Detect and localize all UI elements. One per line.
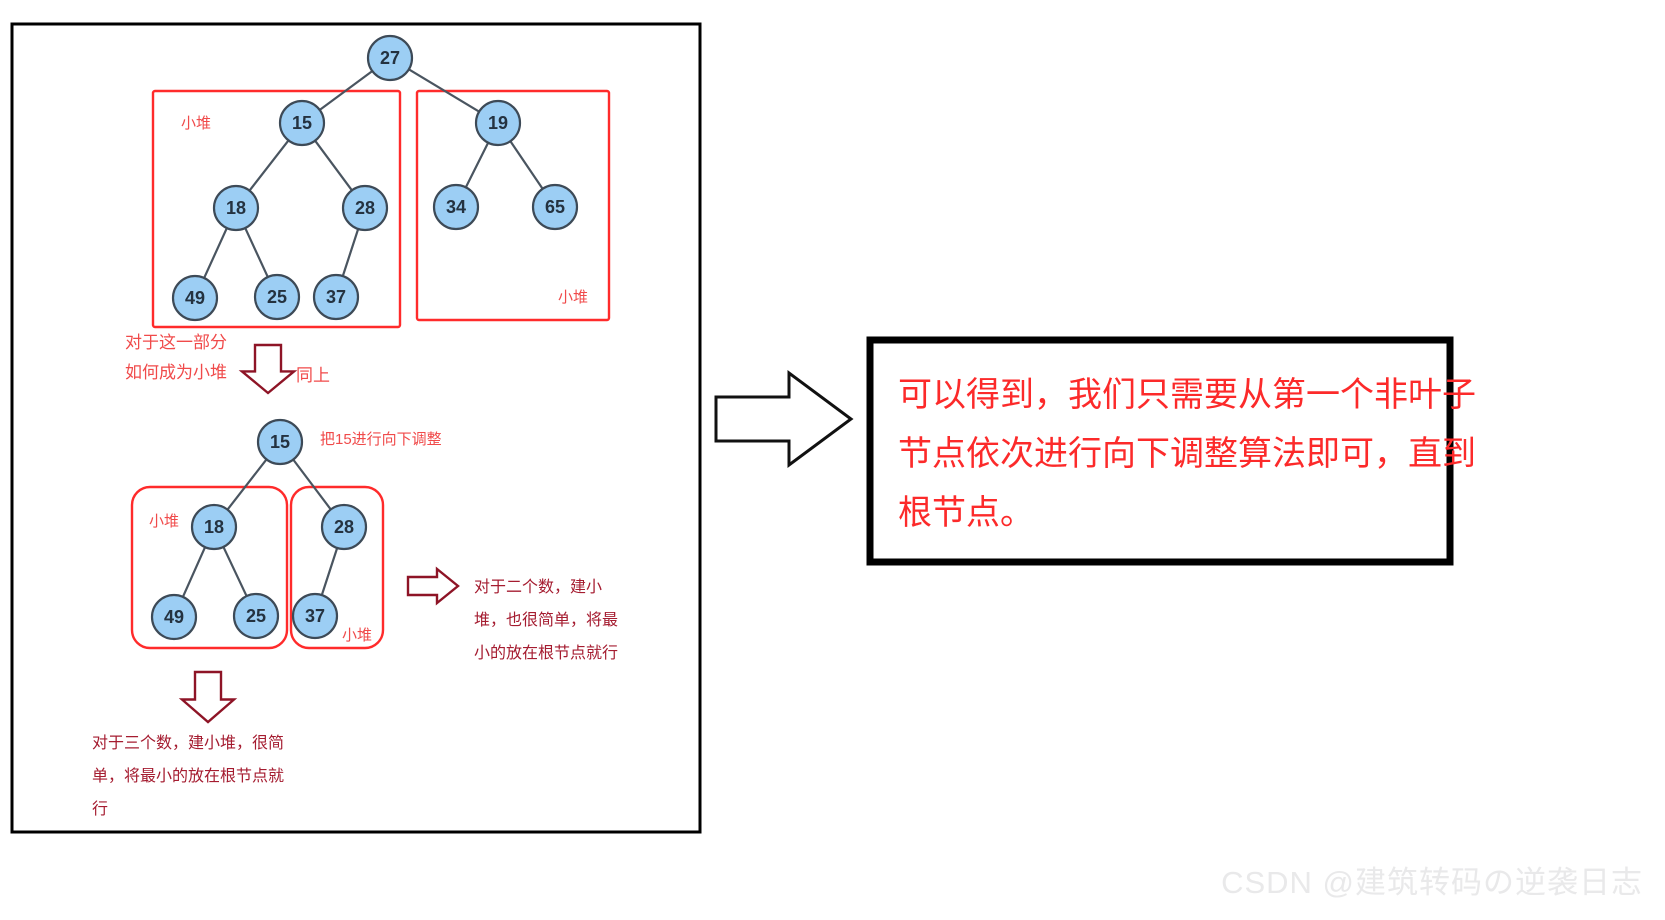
top-tree-heap-box-label-1: 小堆 [558,289,588,306]
mid-annotation-line-1: 如何成为小堆 [125,363,227,382]
two-number-note-arrow [406,566,460,606]
top-tree-edge-3 [312,137,355,194]
transition-arrow [714,370,854,468]
top-tree-node-34[interactable]: 34 [432,183,480,231]
top-tree-node-circle-65[interactable] [531,183,579,231]
three-number-note-line-2: 行 [92,800,108,818]
top-tree-node-circle-25[interactable] [253,273,301,321]
bottom-tree-node-25[interactable]: 25 [232,592,280,640]
top-tree-heap-box-0 [151,89,402,329]
two-number-note-line-2: 小的放在根节点就行 [474,644,618,662]
top-tree-node-label-65: 65 [545,197,565,217]
top-tree-node-25[interactable]: 25 [253,273,301,321]
bottom-tree-node-28[interactable]: 28 [320,503,368,551]
bottom-tree-edge-4 [320,544,339,599]
top-tree-node-label-19: 19 [488,113,508,133]
top-tree-edge-4 [463,139,491,191]
top-tree-node-label-18: 18 [226,198,246,218]
top-tree-node-circle-28[interactable] [341,184,389,232]
top-tree-edge-7 [243,225,270,280]
mid-annotation-line-0: 对于这一部分 [125,333,227,352]
top-tree-node-circle-15[interactable] [278,99,326,147]
bottom-tree-node-label-15: 15 [270,432,290,452]
top-tree-node-circle-37[interactable] [312,273,360,321]
watermark: CSDN @建筑转码の逆袭日志 [1221,865,1643,900]
bottom-tree-node-label-49: 49 [164,607,184,627]
bottom-tree-caption: 把15进行向下调整 [320,431,442,448]
bottom-tree-heap-box-label-1: 小堆 [342,627,372,644]
top-tree-node-15[interactable]: 15 [278,99,326,147]
bottom-tree-edge-2 [181,544,207,600]
top-tree-edge-0 [316,68,376,113]
top-tree-node-label-34: 34 [446,197,466,217]
bottom-tree-edge-1 [290,456,334,513]
top-tree-node-circle-19[interactable] [474,99,522,147]
bottom-tree-node-label-37: 37 [305,606,325,626]
bottom-tree-node-label-18: 18 [204,517,224,537]
bottom-tree-node-circle-49[interactable] [150,593,198,641]
bottom-tree-node-label-25: 25 [246,606,266,626]
top-tree-node-label-27: 27 [380,48,400,68]
mid-down-arrow [238,343,298,395]
top-tree-edge-8 [341,225,360,280]
top-tree-node-circle-18[interactable] [212,184,260,232]
bottom-tree-node-circle-18[interactable] [190,503,238,551]
top-tree-node-65[interactable]: 65 [531,183,579,231]
bottom-tree-node-circle-37[interactable] [291,592,339,640]
top-tree-edge-2 [247,137,291,194]
top-tree-node-28[interactable]: 28 [341,184,389,232]
bottom-tree-heap-box-0 [130,485,289,650]
top-tree-edge-5 [508,138,545,192]
top-tree-edge-6 [202,225,229,281]
top-tree-node-49[interactable]: 49 [171,274,219,322]
left-panel-frame [10,22,702,834]
top-tree-node-label-28: 28 [355,198,375,218]
top-tree-heap-box-label-0: 小堆 [181,115,211,132]
top-tree-edge-1 [406,67,482,114]
bottom-tree-node-circle-25[interactable] [232,592,280,640]
bottom-tree-heap-box-label-0: 小堆 [149,513,179,530]
top-tree-node-label-15: 15 [292,113,312,133]
bottom-tree-edge-3 [221,543,249,600]
mid-arrow-label: 同上 [296,366,330,385]
top-tree-node-circle-27[interactable] [366,34,414,82]
bottom-tree-edge-0 [225,456,269,513]
top-tree-heap-box-1 [415,89,611,322]
bottom-tree-node-circle-15[interactable] [256,418,304,466]
top-tree-node-37[interactable]: 37 [312,273,360,321]
top-tree-node-label-49: 49 [185,288,205,308]
top-tree-node-circle-49[interactable] [171,274,219,322]
bottom-tree-node-circle-28[interactable] [320,503,368,551]
bottom-tree-node-49[interactable]: 49 [150,593,198,641]
bottom-down-arrow [178,670,238,724]
top-tree-node-circle-34[interactable] [432,183,480,231]
bottom-tree-node-18[interactable]: 18 [190,503,238,551]
three-number-note-line-0: 对于三个数，建小堆，很简 [92,734,284,752]
top-tree-node-27[interactable]: 27 [366,34,414,82]
bottom-tree-node-label-28: 28 [334,517,354,537]
conclusion-line-0: 可以得到，我们只需要从第一个非叶子 [898,376,1476,414]
two-number-note-line-1: 堆，也很简单，将最 [474,611,618,629]
conclusion-line-2: 根节点。 [898,494,1034,532]
conclusion-panel-frame [866,336,1454,566]
bottom-tree-node-15[interactable]: 15 [256,418,304,466]
top-tree-node-18[interactable]: 18 [212,184,260,232]
top-tree-node-label-25: 25 [267,287,287,307]
bottom-tree-heap-box-1 [289,485,385,650]
two-number-note-line-0: 对于二个数，建小 [474,578,602,596]
conclusion-line-1: 节点依次进行向下调整算法即可，直到 [898,435,1476,473]
top-tree-node-label-37: 37 [326,287,346,307]
bottom-tree-node-37[interactable]: 37 [291,592,339,640]
top-tree-node-19[interactable]: 19 [474,99,522,147]
three-number-note-line-1: 单，将最小的放在根节点就 [92,767,284,785]
